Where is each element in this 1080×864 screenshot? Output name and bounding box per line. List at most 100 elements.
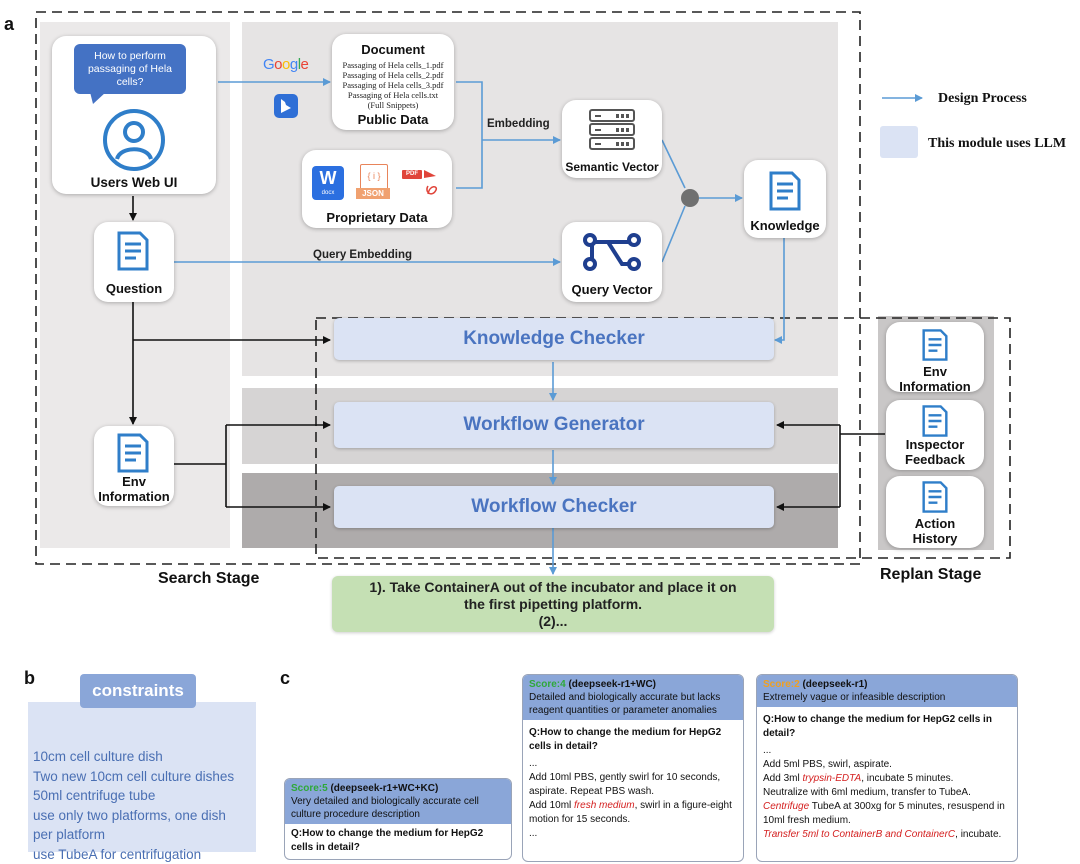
card-line-text: Add 10ml — [529, 800, 574, 811]
replan-label-line: Information — [886, 379, 984, 394]
embedding-label: Embedding — [487, 118, 550, 130]
card-line: Add 5ml PBS, swirl, aspirate. — [763, 758, 1011, 772]
semantic-vector-label: Semantic Vector — [562, 160, 662, 175]
knowledge-checker-label: Knowledge Checker — [463, 328, 645, 350]
score-card-header: Score:2 (deepseek-r1) Extremely vague or… — [757, 675, 1017, 707]
google-logo: Google — [263, 56, 308, 73]
card-line: Add 3ml trypsin-EDTA, incubate 5 minutes… — [763, 772, 1011, 786]
query-vector-node: Query Vector — [562, 222, 662, 302]
score-value: Score:2 — [763, 679, 800, 690]
replan-label-line: Action — [886, 516, 984, 531]
knowledge-checker-box: Knowledge Checker — [334, 318, 774, 360]
output-line: the first pipetting platform. — [332, 596, 774, 613]
word-icon-letter: W — [312, 166, 344, 190]
inspector-feedback-label: Inspector Feedback — [886, 437, 984, 467]
document-file: Passaging of Hela cells_3.pdf — [342, 80, 443, 90]
document-icon — [920, 404, 950, 438]
env-information-label: Env Information — [94, 474, 174, 504]
constraints-title: constraints — [80, 674, 196, 708]
legend-design-process-label: Design Process — [938, 91, 1027, 107]
public-data-label: Public Data — [332, 112, 454, 127]
card-line-text: , incubate. — [955, 829, 1001, 840]
pdf-file-icon: PDF — [402, 168, 442, 202]
score-card-body: Q:How to change the medium for HepG2 cel… — [523, 720, 743, 847]
card-line-highlight: trypsin-EDTA — [802, 773, 861, 784]
document-icon — [920, 480, 950, 514]
replan-label-line: Env — [886, 364, 984, 379]
env-label-line: Information — [94, 489, 174, 504]
card-line: Add 10ml PBS, gently swirl for 10 second… — [529, 771, 737, 799]
constraint-item: use TubeA for centrifugation — [33, 845, 234, 864]
workflow-generator-label: Workflow Generator — [463, 414, 644, 436]
constraint-item: 50ml centrifuge tube — [33, 786, 234, 806]
card-line: Centrifuge TubeA at 300xg for 5 minutes,… — [763, 800, 1011, 828]
constraints-list: 10cm cell culture dish Two new 10cm cell… — [33, 747, 234, 864]
document-icon — [920, 328, 950, 362]
vector-graph-icon — [582, 232, 642, 274]
join-node — [681, 189, 699, 207]
card-lines: ...Add 5ml PBS, swirl, aspirate.Add 3ml … — [763, 744, 1011, 842]
document-title: Document — [361, 42, 425, 57]
document-file: Passaging of Hela cells_1.pdf — [342, 60, 443, 70]
users-web-ui-node: How to perform passaging of Hela cells? … — [52, 36, 216, 194]
question-label: Question — [94, 281, 174, 296]
constraint-item: use only two platforms, one dish — [33, 806, 234, 826]
server-icon — [588, 108, 636, 152]
user-question-bubble: How to perform passaging of Hela cells? — [74, 44, 186, 94]
card-line: ... — [529, 827, 737, 841]
env-label-line: Env — [94, 474, 174, 489]
card-line-highlight: Centrifuge — [763, 801, 809, 812]
query-embedding-label: Query Embedding — [313, 249, 412, 261]
word-doc-icon: W docx — [312, 166, 344, 200]
json-file-icon: { i } JSON — [356, 164, 390, 202]
card-line-text: Add 3ml — [763, 773, 802, 784]
score-card-2: Score:2 (deepseek-r1) Extremely vague or… — [756, 674, 1018, 862]
panel-label-c: c — [280, 668, 290, 689]
action-history-label: Action History — [886, 516, 984, 546]
query-vector-label: Query Vector — [562, 282, 662, 297]
card-line: Add 10ml fresh medium, swirl in a figure… — [529, 799, 737, 827]
proprietary-data-node: W docx { i } JSON PDF Proprietary Data — [302, 150, 452, 228]
model-name: (deepseek-r1) — [802, 679, 867, 690]
panel-label-b: b — [24, 668, 35, 689]
document-icon — [116, 432, 150, 474]
score-card-body: Q:How to change the medium for HepG2 cel… — [757, 707, 1017, 848]
replan-env-label: Env Information — [886, 364, 984, 394]
panel-label-a: a — [4, 14, 14, 35]
document-file: (Full Snippets) — [342, 100, 443, 110]
score-description: Extremely vague or infeasible descriptio… — [763, 691, 1011, 704]
document-file: Passaging of Hela cells.txt — [342, 90, 443, 100]
inspector-feedback-node: Inspector Feedback — [886, 400, 984, 470]
workflow-output-box: 1). Take ContainerA out of the incubator… — [332, 576, 774, 632]
model-name: (deepseek-r1+WC) — [568, 679, 656, 690]
card-question: Q:How to change the medium for HepG2 cel… — [763, 713, 1011, 741]
knowledge-node: Knowledge — [744, 160, 826, 238]
output-line: 1). Take ContainerA out of the incubator… — [332, 579, 774, 596]
score-value: Score:5 — [291, 783, 328, 794]
pdf-label: PDF — [402, 170, 422, 179]
env-information-node: Env Information — [94, 426, 174, 506]
document-file: Passaging of Hela cells_2.pdf — [342, 70, 443, 80]
question-node: Question — [94, 222, 174, 302]
workflow-generator-box: Workflow Generator — [334, 402, 774, 448]
legend-llm-swatch — [880, 126, 918, 158]
bing-icon — [272, 92, 300, 120]
proprietary-data-label: Proprietary Data — [302, 210, 452, 225]
model-name: (deepseek-r1+WC+KC) — [330, 783, 438, 794]
word-icon-sub: docx — [312, 190, 344, 197]
card-lines: ...Add 10ml PBS, gently swirl for 10 sec… — [529, 757, 737, 841]
score-card-4: Score:4 (deepseek-r1+WC) Detailed and bi… — [522, 674, 744, 862]
score-card-5: Score:5 (deepseek-r1+WC+KC) Very detaile… — [284, 778, 512, 860]
score-description: Detailed and biologically accurate but l… — [529, 691, 737, 717]
document-icon — [116, 230, 150, 272]
score-card-body: Q:How to change the medium for HepG2 cel… — [285, 824, 511, 860]
document-node: Document Passaging of Hela cells_1.pdf P… — [332, 34, 454, 130]
search-stage-label: Search Stage — [158, 570, 259, 588]
score-value: Score:4 — [529, 679, 566, 690]
output-line: (2)... — [332, 613, 774, 630]
constraint-item: per platform — [33, 825, 234, 845]
workflow-checker-label: Workflow Checker — [471, 496, 636, 518]
pdf-glyph-icon — [422, 168, 442, 202]
json-label: JSON — [356, 188, 390, 199]
card-line: ... — [529, 757, 737, 771]
